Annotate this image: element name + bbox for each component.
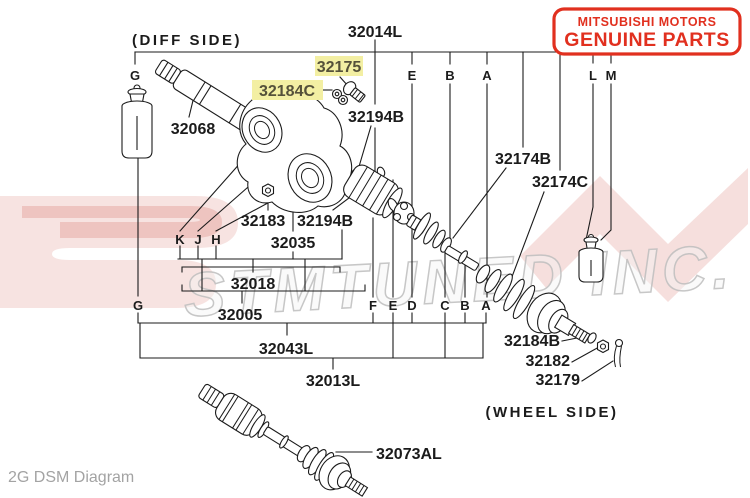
part-label-32014l: 32014L xyxy=(348,24,402,41)
ref-letter-top-m: M xyxy=(606,68,617,83)
ref-letter-bottom-g: G xyxy=(133,298,143,313)
part-label-32184b: 32184B xyxy=(504,333,560,350)
ref-letter-bottom-d: D xyxy=(407,298,416,313)
part-label-32035: 32035 xyxy=(271,235,316,252)
part-label-32174b: 32174B xyxy=(495,151,551,168)
part-label-32073al: 32073AL xyxy=(376,446,442,463)
diff-side-label: (DIFF SIDE) xyxy=(132,32,242,49)
highlight-32175 xyxy=(315,56,363,76)
part-label-32182: 32182 xyxy=(526,353,571,370)
inner-boot-drawing xyxy=(412,212,452,253)
plate-line2: GENUINE PARTS xyxy=(564,29,729,51)
ref-letter-bottom-c: C xyxy=(440,298,450,313)
grease-tube-left-drawing xyxy=(121,84,153,159)
page-caption: 2G DSM Diagram xyxy=(8,469,134,486)
bearing-housing-drawing xyxy=(236,92,353,213)
outer-boot-drawing xyxy=(475,264,536,320)
watermark-s-swoosh xyxy=(0,196,238,308)
ref-letter-mid-k: K xyxy=(175,232,185,247)
ref-letter-bottom-a: A xyxy=(481,298,491,313)
part-label-32183: 32183 xyxy=(241,213,286,230)
ref-letter-mid-j: J xyxy=(194,232,201,247)
part-label-32194b-top: 32194B xyxy=(348,109,404,126)
ref-letter-top-b: B xyxy=(445,68,454,83)
ref-letter-bottom-b: B xyxy=(460,298,469,313)
plate-line1: MITSUBISHI MOTORS xyxy=(578,15,717,29)
genuine-parts-plate: MITSUBISHI MOTORS GENUINE PARTS xyxy=(552,7,742,56)
ref-letter-bottom-f: F xyxy=(369,298,377,313)
part-label-32013l: 32013L xyxy=(306,373,360,390)
wheel-side-label: (WHEEL SIDE) xyxy=(485,404,618,421)
washer-nut-pin-drawing xyxy=(587,332,624,368)
part-label-32194b-mid: 32194B xyxy=(297,213,353,230)
part-drawings xyxy=(121,59,624,497)
clip-and-bolt-drawing xyxy=(331,81,366,106)
ref-letter-top-a: A xyxy=(482,68,492,83)
ref-letter-top-e: E xyxy=(408,68,417,83)
hex-nut-drawing xyxy=(261,183,275,198)
part-label-32005: 32005 xyxy=(218,307,263,324)
labels: (DIFF SIDE) (WHEEL SIDE) 32014L 32175 32… xyxy=(130,24,618,463)
complete-axle-drawing xyxy=(198,383,369,497)
spider-joint-drawing xyxy=(387,197,428,235)
part-label-32174c: 32174C xyxy=(532,174,588,191)
ref-letter-top-l: L xyxy=(589,68,597,83)
grease-tube-right-drawing xyxy=(578,233,604,283)
part-label-32068: 32068 xyxy=(171,121,216,138)
part-label-32043l: 32043L xyxy=(259,341,313,358)
outer-cv-joint-drawing xyxy=(526,292,591,344)
watermark-s-core xyxy=(22,206,222,238)
ref-letter-mid-h: H xyxy=(211,232,220,247)
highlight-32184c xyxy=(252,80,323,100)
ref-letter-bottom-e: E xyxy=(389,298,398,313)
part-label-32179: 32179 xyxy=(536,372,581,389)
axle-shaft-drawing xyxy=(444,245,480,271)
part-label-32018: 32018 xyxy=(231,276,276,293)
part-label-32184c: 32184C xyxy=(259,83,315,100)
ref-letter-top-g: G xyxy=(130,68,140,83)
watermark-m-chevron xyxy=(520,168,748,302)
part-label-32175: 32175 xyxy=(317,59,362,76)
